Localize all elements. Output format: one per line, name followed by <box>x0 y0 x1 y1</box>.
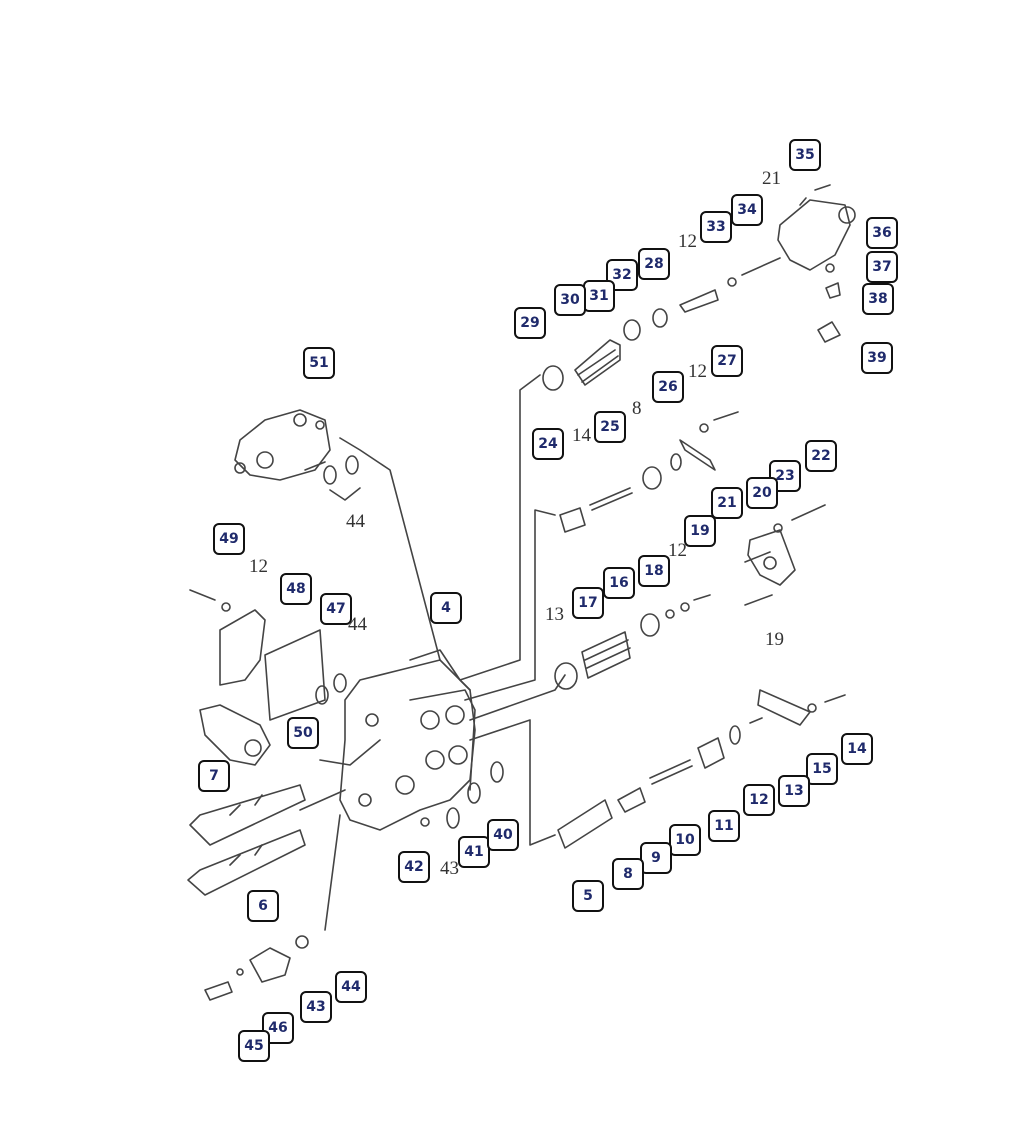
callout-22[interactable]: 22 <box>805 440 837 472</box>
callout-42[interactable]: 42 <box>398 851 430 883</box>
part-51-drawing <box>234 409 331 481</box>
valve-body <box>339 649 476 831</box>
callout-41[interactable]: 41 <box>458 836 490 868</box>
callout-12[interactable]: 12 <box>743 784 775 816</box>
callout-36[interactable]: 36 <box>866 217 898 249</box>
callout-33[interactable]: 33 <box>700 211 732 243</box>
ref-number: 12 <box>668 540 687 561</box>
callout-5[interactable]: 5 <box>572 880 604 912</box>
callout-11[interactable]: 11 <box>708 810 740 842</box>
ref-number: 12 <box>249 556 268 577</box>
callout-18[interactable]: 18 <box>638 555 670 587</box>
callout-15[interactable]: 15 <box>806 753 838 785</box>
ref-number: 44 <box>348 614 367 635</box>
callout-8[interactable]: 8 <box>612 858 644 890</box>
callout-49[interactable]: 49 <box>213 523 245 555</box>
callout-26[interactable]: 26 <box>652 371 684 403</box>
callout-43[interactable]: 43 <box>300 991 332 1023</box>
ref-number: 44 <box>346 511 365 532</box>
callout-24[interactable]: 24 <box>532 428 564 460</box>
callout-40[interactable]: 40 <box>487 819 519 851</box>
callout-9[interactable]: 9 <box>640 842 672 874</box>
callout-29[interactable]: 29 <box>514 307 546 339</box>
callout-20[interactable]: 20 <box>746 477 778 509</box>
callout-7[interactable]: 7 <box>198 760 230 792</box>
ref-number: 14 <box>572 425 591 446</box>
callout-25[interactable]: 25 <box>594 411 626 443</box>
ref-number: 19 <box>765 629 784 650</box>
callout-48[interactable]: 48 <box>280 573 312 605</box>
callout-39[interactable]: 39 <box>861 342 893 374</box>
callout-34[interactable]: 34 <box>731 194 763 226</box>
ref-number: 8 <box>632 398 642 419</box>
callout-14[interactable]: 14 <box>841 733 873 765</box>
ref-number: 43 <box>440 858 459 879</box>
callout-10[interactable]: 10 <box>669 824 701 856</box>
callout-45[interactable]: 45 <box>238 1030 270 1062</box>
callout-50[interactable]: 50 <box>287 717 319 749</box>
callout-31[interactable]: 31 <box>583 280 615 312</box>
ref-number: 12 <box>688 361 707 382</box>
callout-27[interactable]: 27 <box>711 345 743 377</box>
callout-17[interactable]: 17 <box>572 587 604 619</box>
callout-44[interactable]: 44 <box>335 971 367 1003</box>
callout-21[interactable]: 21 <box>711 487 743 519</box>
callout-35[interactable]: 35 <box>789 139 821 171</box>
callout-46[interactable]: 46 <box>262 1012 294 1044</box>
callout-51[interactable]: 51 <box>303 347 335 379</box>
callout-37[interactable]: 37 <box>866 251 898 283</box>
callout-38[interactable]: 38 <box>862 283 894 315</box>
callout-16[interactable]: 16 <box>603 567 635 599</box>
ref-number: 12 <box>678 231 697 252</box>
ref-number: 13 <box>545 604 564 625</box>
callout-4[interactable]: 4 <box>430 592 462 624</box>
callout-6[interactable]: 6 <box>247 890 279 922</box>
callout-28[interactable]: 28 <box>638 248 670 280</box>
callout-30[interactable]: 30 <box>554 284 586 316</box>
callout-13[interactable]: 13 <box>778 775 810 807</box>
ref-number: 21 <box>762 168 781 189</box>
callout-19[interactable]: 19 <box>684 515 716 547</box>
callout-47[interactable]: 47 <box>320 593 352 625</box>
